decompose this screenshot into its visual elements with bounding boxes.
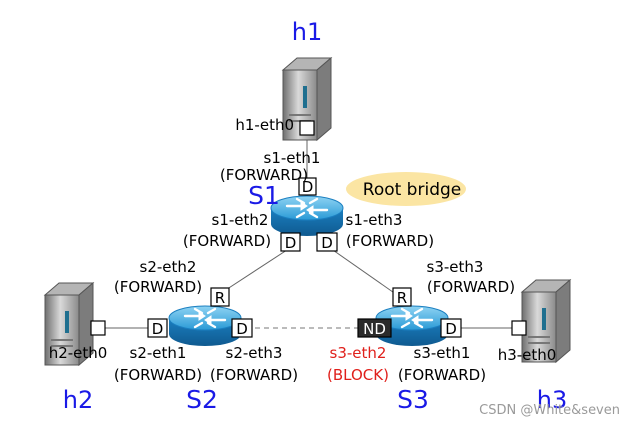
port-state: (FORWARD) (346, 232, 434, 250)
port-role-box (316, 232, 338, 252)
port-role: D (285, 234, 297, 252)
port-role: D (321, 234, 333, 252)
port-name: s1-eth2 (212, 211, 269, 229)
switch-s2: S2 (167, 304, 243, 414)
port-role: D (302, 178, 314, 196)
port-name: s2-eth3 (226, 344, 283, 362)
port-state: (FORWARD) (220, 166, 308, 184)
switch-label-s2: S2 (186, 385, 218, 414)
host-label-h2: h2 (63, 386, 93, 414)
port-role: D (445, 320, 457, 338)
iface-label-h3-eth0: h3-eth0 (498, 346, 557, 364)
port-name: s2-eth1 (130, 344, 187, 362)
switch-label-s1: S1 (248, 181, 280, 210)
watermark: CSDN @White&seven (479, 403, 620, 418)
host-label-h1: h1 (292, 18, 322, 46)
port-s1-eth1: D s1-eth1 (FORWARD) (220, 149, 321, 196)
port-role-box (298, 177, 317, 196)
port-role: D (152, 320, 164, 338)
iface-label-h2-eth0: h2-eth0 (49, 344, 108, 362)
port-role-box (392, 287, 412, 307)
switch-label-s3: S3 (397, 385, 429, 414)
port-state: (FORWARD) (427, 278, 515, 296)
port-role-box (210, 287, 230, 307)
switch-icon (269, 194, 345, 238)
host-h2: h2 h2-eth0 (44, 282, 108, 414)
port-role: R (215, 289, 225, 307)
port-s2-eth1: D s2-eth1 (FORWARD) (114, 318, 202, 384)
port-role-box (357, 318, 392, 338)
port-role-box (147, 318, 168, 338)
port-role: R (397, 289, 407, 307)
port-role: D (236, 320, 248, 338)
port-s3-eth3: R s3-eth3 (FORWARD) (392, 258, 515, 307)
port-role-box (280, 232, 301, 252)
port-s3-eth1: D s3-eth1 (FORWARD) (398, 318, 486, 384)
port-state: (FORWARD) (183, 232, 271, 250)
port-s2-eth2: R s2-eth2 (FORWARD) (114, 258, 230, 307)
port-name: s2-eth2 (140, 258, 197, 276)
port-name: s3-eth2 (330, 344, 387, 362)
root-bridge-badge: Root bridge (346, 172, 466, 206)
port-name: s3-eth3 (427, 258, 484, 276)
iface-label-h1-eth0: h1-eth0 (235, 116, 294, 134)
host-label-h3: h3 (537, 386, 567, 414)
port-role-box (440, 318, 462, 338)
badge-label: Root bridge (363, 180, 461, 200)
h3-eth0-port (511, 320, 527, 336)
port-state: (FORWARD) (210, 366, 298, 384)
host-h3: h3 h3-eth0 (498, 279, 571, 414)
port-s1-eth2: D s1-eth2 (FORWARD) (183, 211, 301, 252)
switch-s1: S1 (248, 181, 345, 238)
port-s2-eth3: D s2-eth3 (FORWARD) (210, 318, 298, 384)
port-state: (FORWARD) (114, 366, 202, 384)
port-s3-eth2: ND s3-eth2 (BLOCK) (327, 318, 392, 384)
host-h1: h1 h1-eth0 (235, 18, 332, 141)
badge-background (346, 172, 466, 206)
h1-eth0-port (299, 120, 315, 136)
port-role-box (231, 318, 253, 338)
switch-s3: S3 (374, 304, 450, 414)
port-state: (BLOCK) (327, 366, 389, 384)
switch-icon (167, 304, 243, 348)
port-state: (FORWARD) (114, 278, 202, 296)
port-name: s3-eth1 (414, 344, 471, 362)
port-name: s1-eth1 (264, 149, 321, 167)
port-name: s1-eth3 (346, 211, 403, 229)
port-s1-eth3: D s1-eth3 (FORWARD) (316, 211, 434, 252)
port-role: ND (363, 320, 386, 338)
port-state: (FORWARD) (398, 366, 486, 384)
h2-eth0-port (90, 320, 106, 336)
link-s1-s3 (329, 247, 401, 298)
